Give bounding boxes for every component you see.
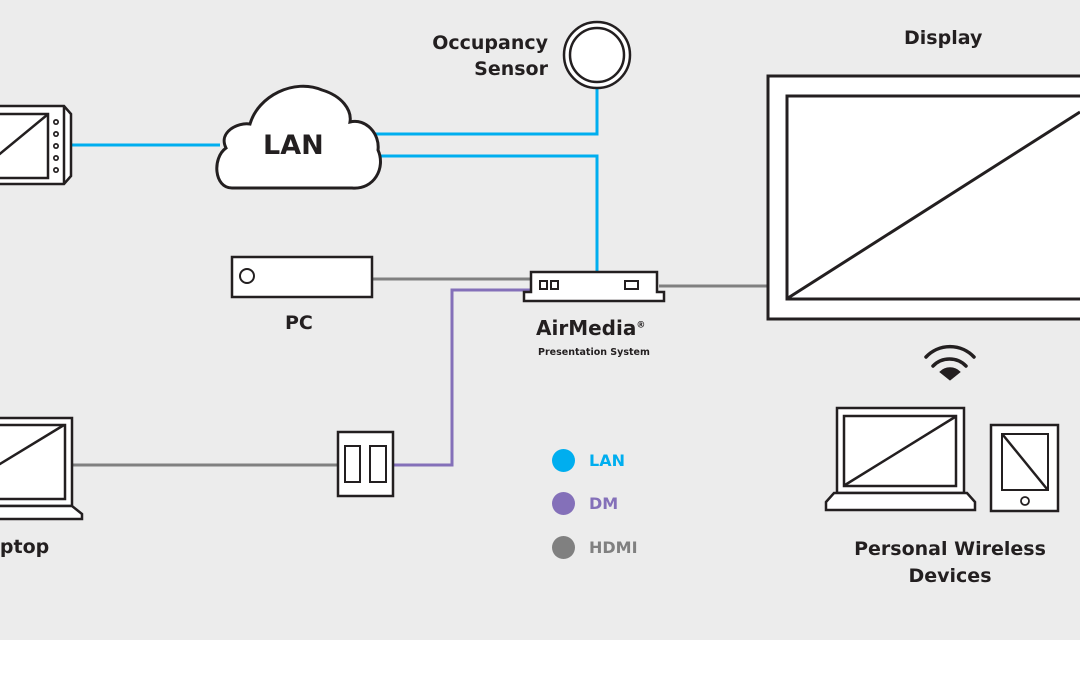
legend-label-dm: DM [589,494,619,513]
laptop-label: Laptop [0,536,50,558]
legend-dot-dm [552,492,575,515]
personal-devices-label: Personal Wireless Devices [830,536,1070,590]
connections [72,88,768,467]
occupancy-sensor-label-line2: Sensor [474,58,548,80]
occupancy-sensor-icon[interactable] [562,20,632,90]
lan-line-cloud-airmedia [375,154,599,272]
personal-devices-label-line2: Devices [908,565,992,587]
occupancy-sensor-label-line1: Occupancy [432,32,548,54]
airmedia-label: AirMedia® [536,316,645,340]
diagram-canvas: Occupancy Sensor LAN PC AirMedia® Presen… [0,0,1080,640]
display-label: Display [904,27,983,49]
display-icon[interactable] [766,74,1080,321]
wall-plate-icon[interactable] [336,430,395,498]
pc-icon[interactable] [230,255,374,299]
legend-item-dm: DM [552,492,618,515]
legend-dot-hdmi [552,536,575,559]
dm-line-wallplate-airmedia [393,288,530,467]
tablet-icon[interactable] [989,423,1060,513]
lan-cloud-icon[interactable] [215,84,382,190]
diagram-svg [0,20,1080,521]
legend-item-lan: LAN [552,449,625,472]
airmedia-sublabel: Presentation System [538,347,650,358]
lan-cloud-label: LAN [263,130,324,161]
touch-panel-icon[interactable] [0,104,73,186]
legend-label-hdmi: HDMI [589,538,638,557]
lan-line-cloud-sensor [372,88,599,136]
pc-label: PC [285,312,313,334]
registered-mark: ® [636,320,646,331]
airmedia-name: AirMedia [536,316,637,340]
legend-dot-lan [552,449,575,472]
legend-label-lan: LAN [589,451,625,470]
airmedia-device-icon[interactable] [522,270,666,303]
legend-item-hdmi: HDMI [552,536,638,559]
personal-laptop-icon[interactable] [824,406,977,512]
wifi-icon [924,344,976,381]
laptop-icon[interactable] [0,416,84,521]
occupancy-sensor-label: Occupancy Sensor [402,30,548,82]
personal-devices-label-line1: Personal Wireless [854,538,1046,560]
